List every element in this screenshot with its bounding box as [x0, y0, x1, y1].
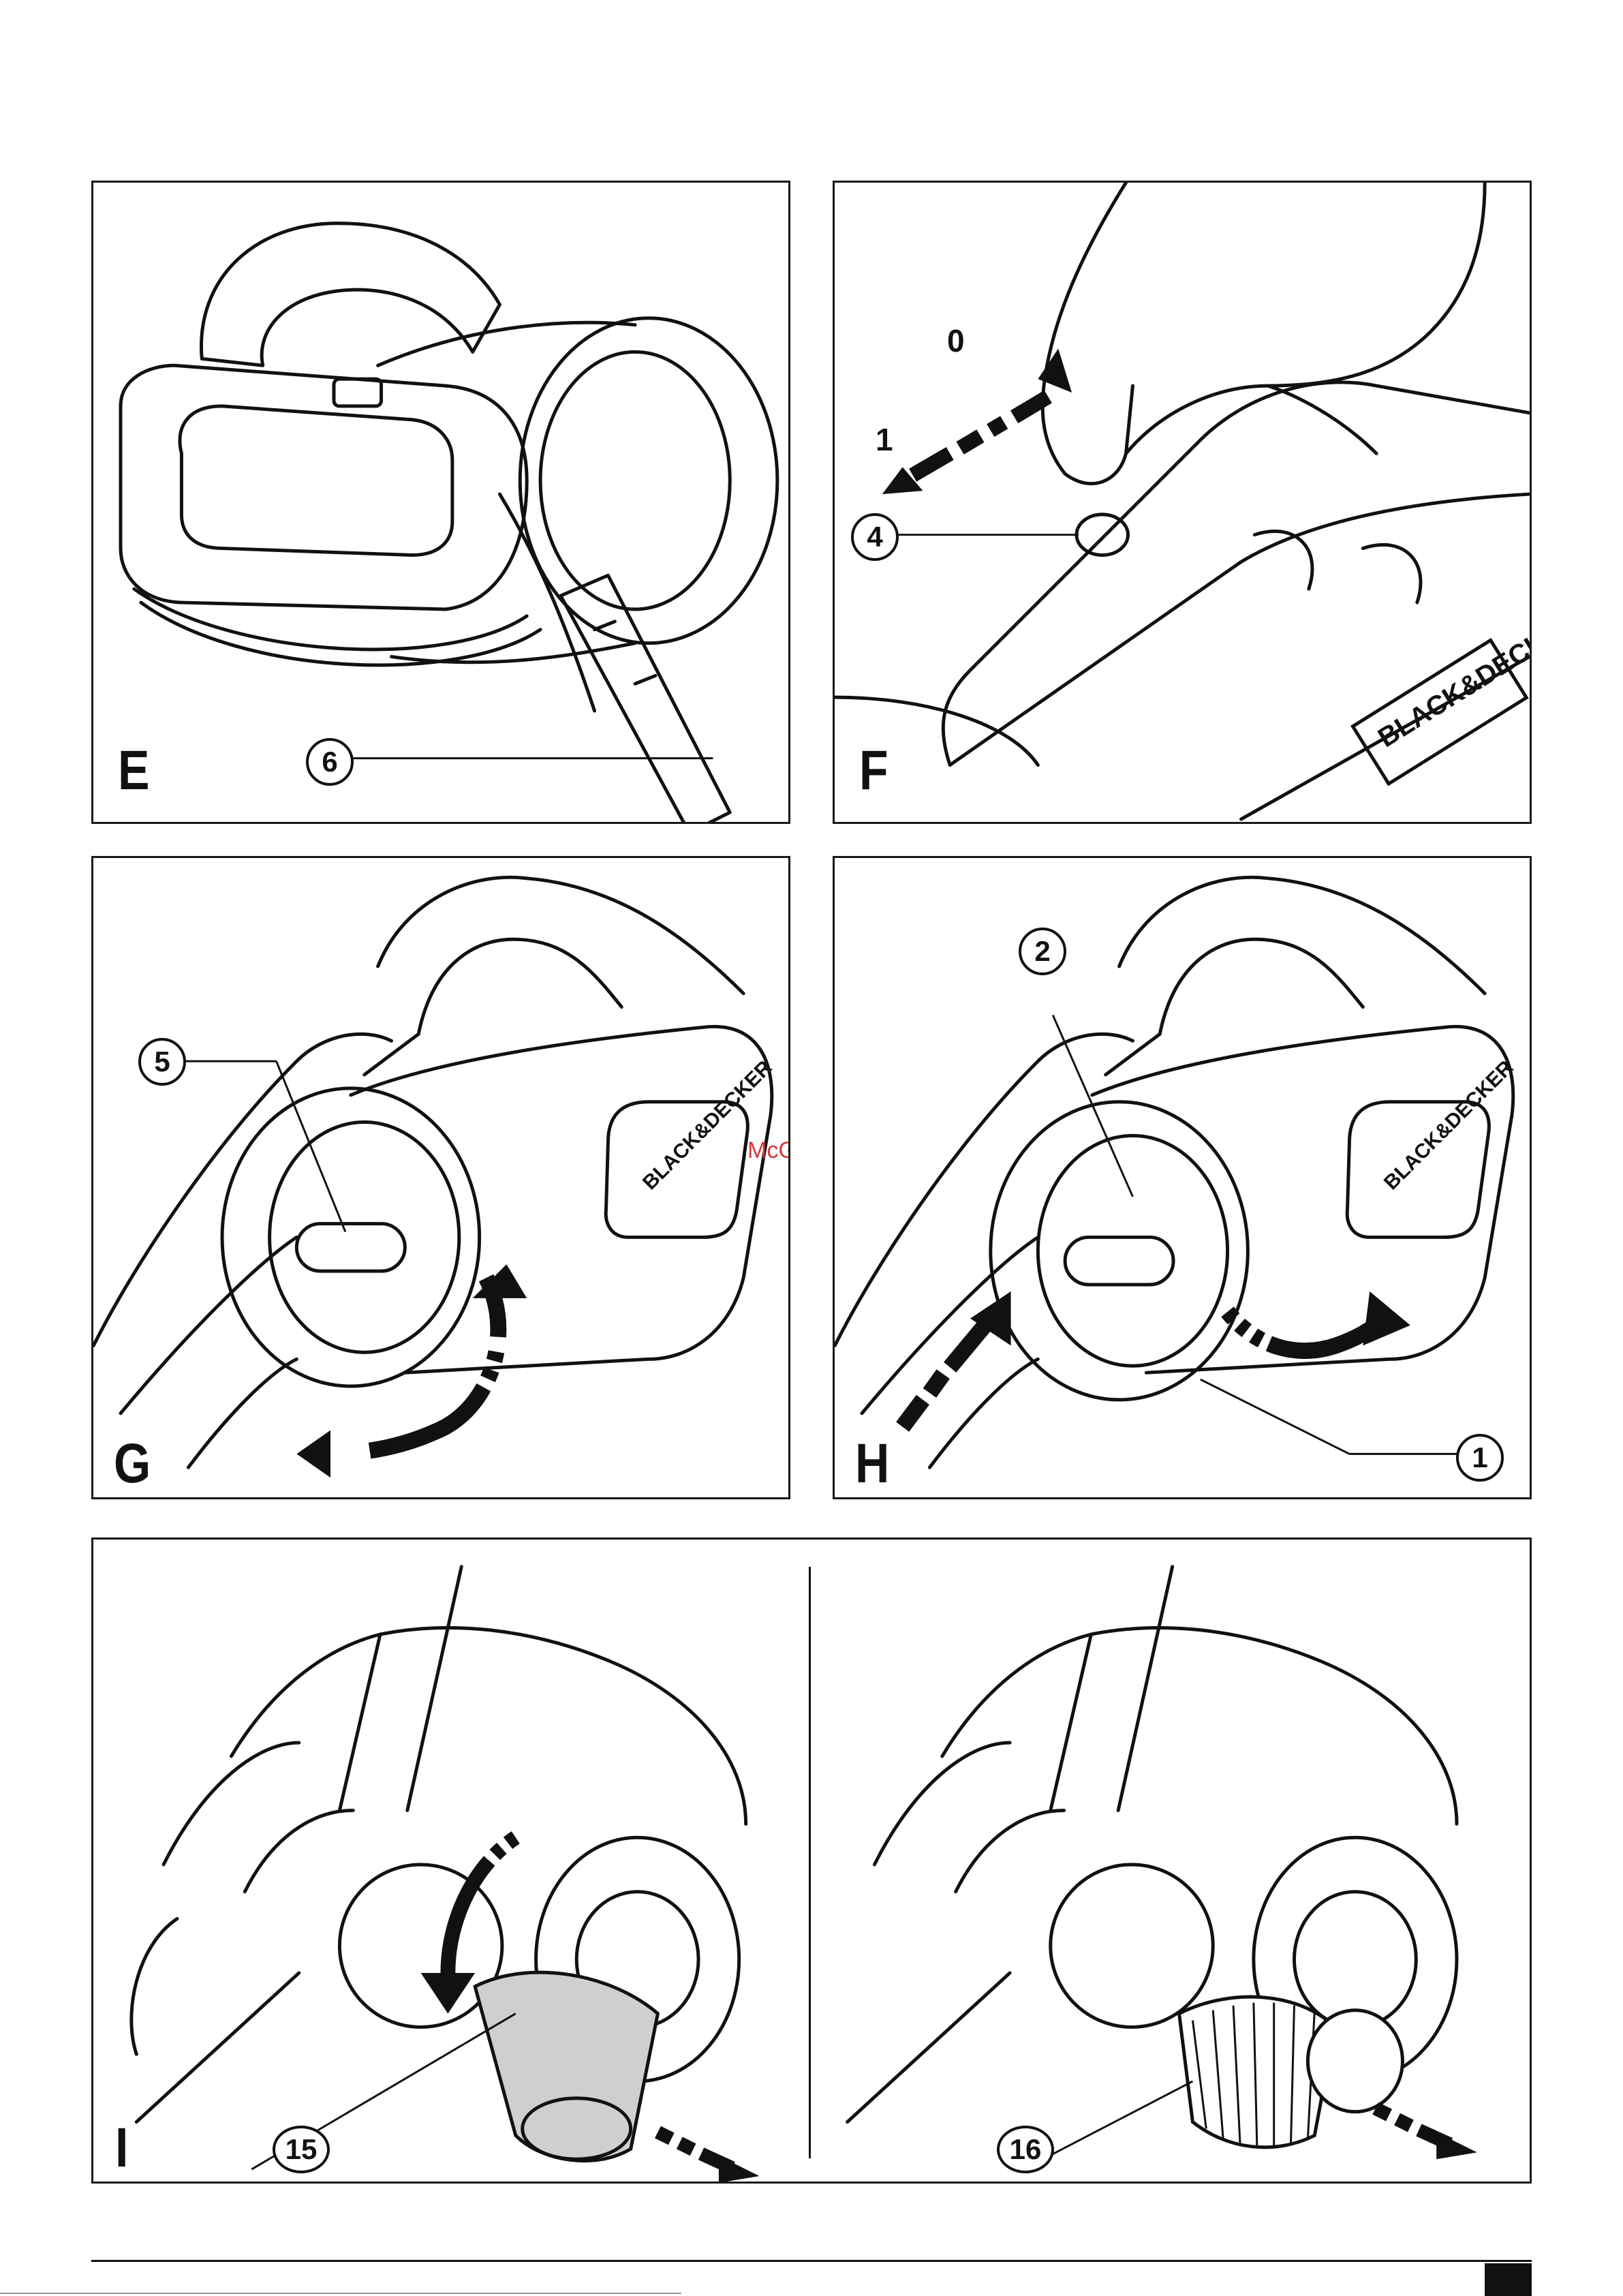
page-number-tab	[1485, 2263, 1532, 2296]
bottom-edge-rule	[0, 2293, 681, 2294]
callout-5: 5	[138, 1038, 186, 1086]
callout-15: 15	[273, 2126, 330, 2173]
figure-g-panel: McGrp.Ru BLACK&DECKER 5 G	[91, 856, 790, 1499]
callout-4: 4	[851, 513, 899, 561]
switch-position-on-label: 1	[876, 421, 893, 458]
figure-f-panel: 0 1 4 BLACK&DECKER F	[833, 181, 1532, 824]
switch-position-off-label: 0	[947, 322, 965, 359]
filter-removal-illustration	[93, 1540, 1530, 2182]
figure-i-letter: I	[115, 2120, 128, 2176]
figure-g-letter: G	[114, 1436, 151, 1492]
callout-2: 2	[1019, 928, 1066, 975]
filter-bowl-removal-illustration	[93, 858, 788, 1497]
filter-bowl-fitting-illustration	[835, 858, 1530, 1497]
watermark-text: McGrp.Ru	[747, 1137, 790, 1164]
figure-h-letter: H	[855, 1436, 889, 1492]
footer-rule	[91, 2260, 1532, 2262]
callout-6-leader-line	[93, 183, 788, 822]
callout-16: 16	[997, 2126, 1054, 2173]
callout-1: 1	[1456, 1434, 1504, 1482]
figure-f-letter: F	[859, 743, 888, 799]
figure-e-panel: E 6	[91, 181, 790, 824]
figure-h-panel: BLACK&DECKER 2 1 H	[833, 856, 1532, 1499]
callout-6: 6	[306, 738, 354, 786]
figure-i-panel: 15 16 I	[91, 1537, 1532, 2184]
